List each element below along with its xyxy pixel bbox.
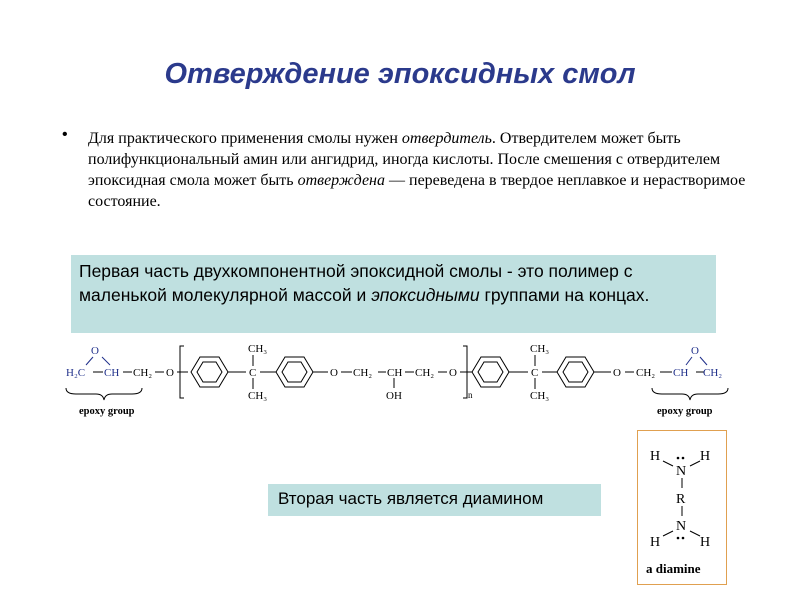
ch3-bottom-1: CH₃	[248, 390, 267, 402]
slide-title: Отверждение эпоксидных смол	[164, 58, 636, 90]
ch2-mid-2: CH₂	[415, 367, 434, 379]
n-bottom: N	[676, 519, 686, 534]
epoxy-o-right: O	[691, 345, 699, 357]
h-bottom-left: H	[650, 535, 660, 550]
epoxy-group-label-right: epoxy group	[657, 406, 713, 417]
n-top: N	[676, 464, 686, 479]
diamine-structure: H H N R N H H a diamine	[637, 430, 727, 585]
bullet-paragraph: • Для практического применения смолы нуж…	[62, 126, 752, 212]
bullet-icon: •	[62, 126, 68, 143]
para-italic-cured: отверждена	[297, 172, 385, 189]
epoxy-o-left: O	[91, 345, 99, 357]
o-2: O	[330, 367, 338, 379]
box1-text-1: Первая часть двухкомпонентной эпоксидной…	[79, 261, 633, 305]
para-text-1: Для практического применения смолы нужен	[88, 130, 402, 147]
h-top-right: H	[700, 449, 710, 464]
para-italic-hardener: отвердитель	[401, 130, 492, 147]
diamine-diagram: H H N R N H H a diamine	[646, 449, 710, 576]
ch-mid: CH	[387, 367, 402, 379]
epoxy-group-label-left: epoxy group	[79, 406, 135, 417]
repeat-n: n	[468, 390, 473, 400]
diamine-label: a diamine	[646, 561, 701, 576]
ch3-top-2: CH₃	[530, 343, 549, 355]
c-1: C	[249, 367, 256, 379]
oh-group: OH	[386, 390, 402, 402]
ch-right: CH	[673, 367, 688, 379]
para-text-2: . Отвердителем может быть полифункционал…	[88, 130, 721, 189]
second-part-box: Вторая часть является диамином	[268, 484, 601, 516]
box1-text-2: группами на концах.	[479, 285, 650, 305]
epoxy-resin-formula: O H₂C CH CH₂ O CH₃ C CH₃ O CH₂ CH OH CH₂…	[65, 343, 729, 417]
ch2-right-end: CH₂	[703, 367, 722, 379]
h2c-left: H₂C	[66, 367, 85, 379]
ch-left: CH	[104, 367, 119, 379]
first-part-box: Первая часть двухкомпонентной эпоксидной…	[71, 255, 716, 333]
r-group: R	[676, 492, 686, 507]
o-4: O	[613, 367, 621, 379]
c-2: C	[531, 367, 538, 379]
h-top-left: H	[650, 449, 660, 464]
ch2-right: CH₂	[636, 367, 655, 379]
box1-italic: эпоксидными	[371, 285, 480, 305]
o-1: O	[166, 367, 174, 379]
para-text-3: — переведена в твердое неплавкое и нерас…	[88, 172, 746, 210]
ch2-mid-1: CH₂	[353, 367, 372, 379]
h-bottom-right: H	[700, 535, 710, 550]
o-3: O	[449, 367, 457, 379]
ch3-bottom-2: CH₃	[530, 390, 549, 402]
ch2-left: CH₂	[133, 367, 152, 379]
ch3-top-1: CH₃	[248, 343, 267, 355]
paragraph-text: Для практического применения смолы нужен…	[88, 128, 752, 212]
